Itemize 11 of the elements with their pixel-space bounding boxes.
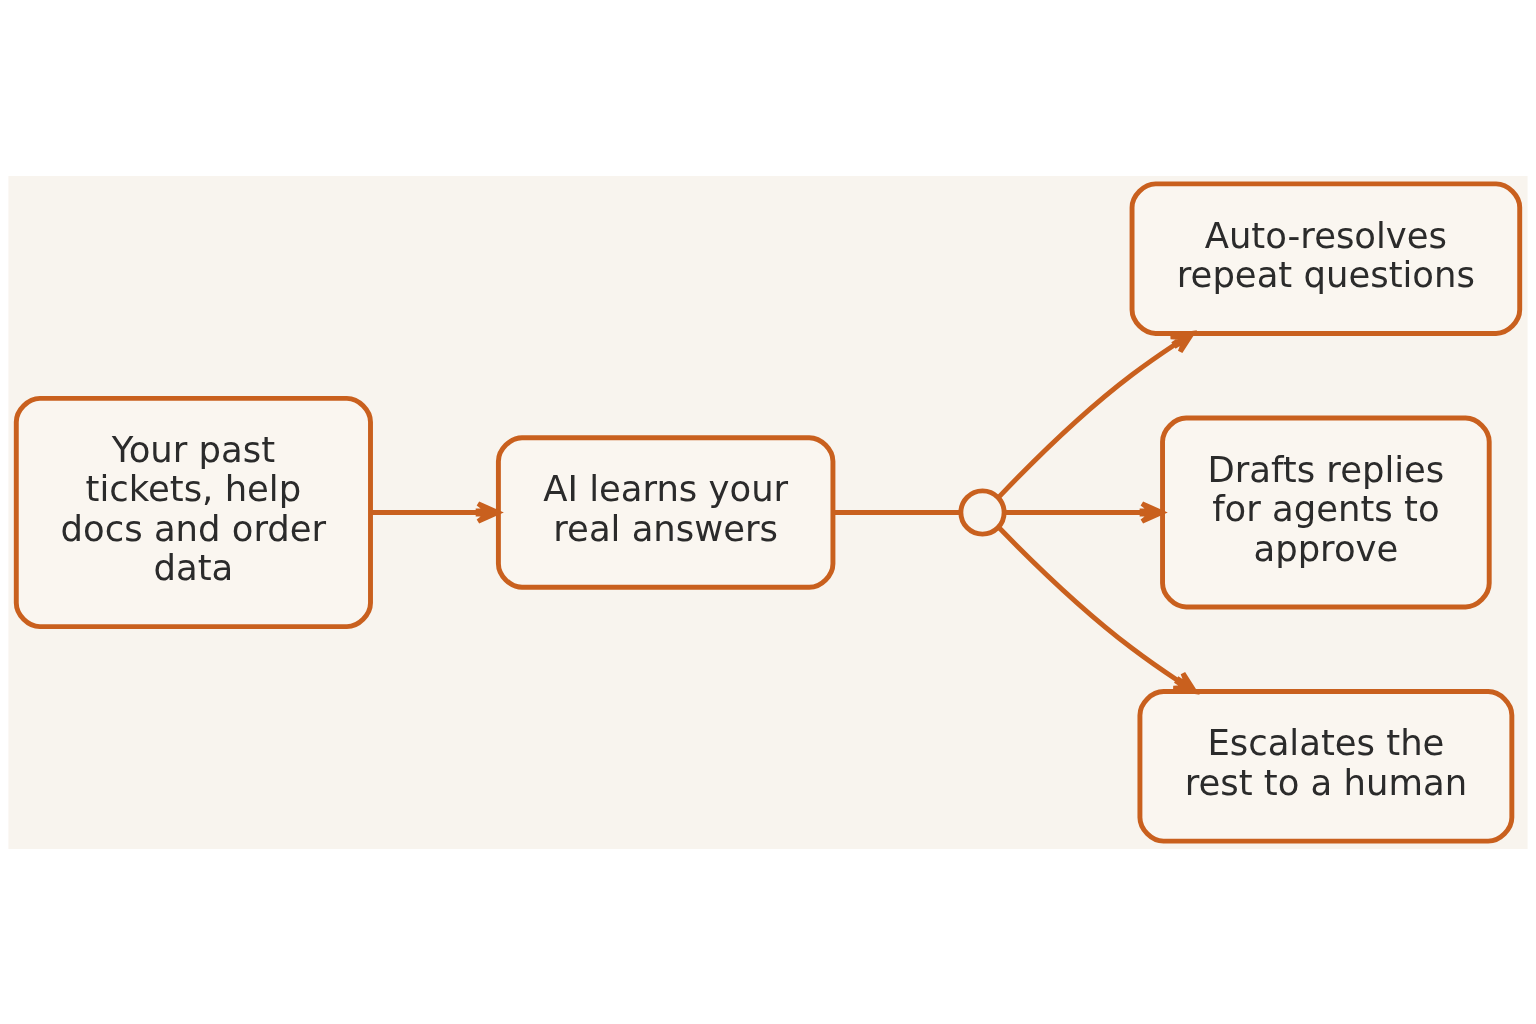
arrow (997, 525, 1198, 694)
node-box: Auto-resolves repeat questions (1129, 180, 1523, 336)
arrow (371, 500, 501, 524)
node-box: Drafts replies for agents to approve (1160, 415, 1492, 609)
node-box: Escalates the rest to a human (1137, 688, 1515, 844)
arrow (997, 330, 1195, 499)
node-box: AI learns your real answers (495, 434, 836, 590)
arrow (1004, 500, 1165, 524)
node-circle (958, 487, 1007, 537)
connector (833, 509, 961, 515)
node-box: Your past tickets, help docs and order data (13, 395, 373, 629)
